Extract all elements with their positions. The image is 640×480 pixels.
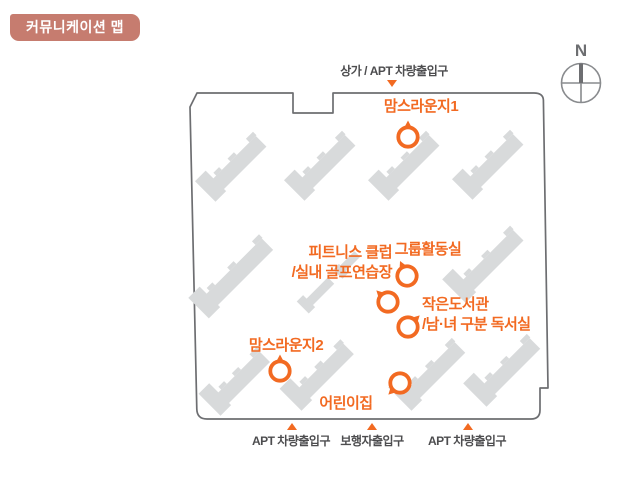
marker-daycare[interactable] — [381, 369, 413, 401]
page-title-badge: 커뮤니케이션 맵 — [10, 14, 141, 41]
label-group-activity-room: 그룹활동실 — [395, 240, 462, 260]
compass: N — [559, 42, 603, 110]
marker-group-activity-room[interactable] — [391, 257, 420, 289]
building-footprint — [452, 129, 524, 200]
entrance-label-top-shop-apt-vehicle: 상가 / APT 차량출입구 — [340, 64, 448, 78]
label-daycare: 어린이집 — [319, 394, 373, 414]
marker-small-library-reading[interactable] — [394, 308, 426, 340]
marker-moms-lounge-1[interactable] — [396, 120, 420, 149]
facility-label-line: /남·녀 구분 독서실 — [422, 316, 531, 333]
building-footprint — [279, 339, 354, 411]
building-footprint — [284, 130, 356, 201]
facility-label-line: 맘스라운지1 — [383, 98, 459, 115]
compass-north-label: N — [574, 41, 588, 60]
entrance-arrow-bottom-pedestrian — [367, 423, 377, 430]
facility-label-line: 어린이집 — [319, 395, 373, 412]
building-footprints — [188, 129, 541, 416]
building-footprint — [296, 277, 335, 314]
building-footprint — [195, 131, 267, 202]
marker-moms-lounge-2[interactable] — [268, 354, 292, 383]
building-footprint — [188, 234, 274, 319]
entrance-label-bottom-apt-vehicle-right: APT 차량출입구 — [427, 434, 507, 448]
building-footprint — [368, 130, 440, 201]
entrance-label-bottom-pedestrian: 보행자출입구 — [340, 434, 404, 448]
label-moms-lounge-2: 맘스라운지2 — [248, 336, 324, 356]
label-small-library-reading: 작은도서관/남·녀 구분 독서실 — [422, 295, 531, 335]
label-moms-lounge-1: 맘스라운지1 — [383, 97, 459, 117]
facility-label-line: 피트니스 클럽 — [308, 244, 393, 261]
label-fitness-club-golf: 피트니스 클럽/실내 골프연습장 — [291, 243, 393, 283]
compass-rose-icon — [560, 62, 602, 104]
building-footprint — [198, 347, 271, 416]
facility-label-line: 맘스라운지2 — [248, 337, 324, 354]
building-footprint — [333, 251, 361, 279]
facility-label-line: 그룹활동실 — [394, 241, 462, 258]
entrance-arrow-bottom-apt-vehicle-right — [463, 423, 473, 430]
facility-label-line: 작은도서관 — [422, 296, 489, 313]
entrance-label-bottom-apt-vehicle-left: APT 차량출입구 — [251, 434, 331, 448]
entrance-arrow-top-shop-apt-vehicle — [387, 80, 397, 87]
building-footprint — [442, 225, 524, 303]
building-footprint — [463, 333, 541, 407]
facility-label-line: /실내 골프연습장 — [291, 264, 393, 281]
entrance-arrow-bottom-apt-vehicle-left — [287, 423, 297, 430]
marker-fitness-club-golf[interactable] — [369, 283, 401, 315]
